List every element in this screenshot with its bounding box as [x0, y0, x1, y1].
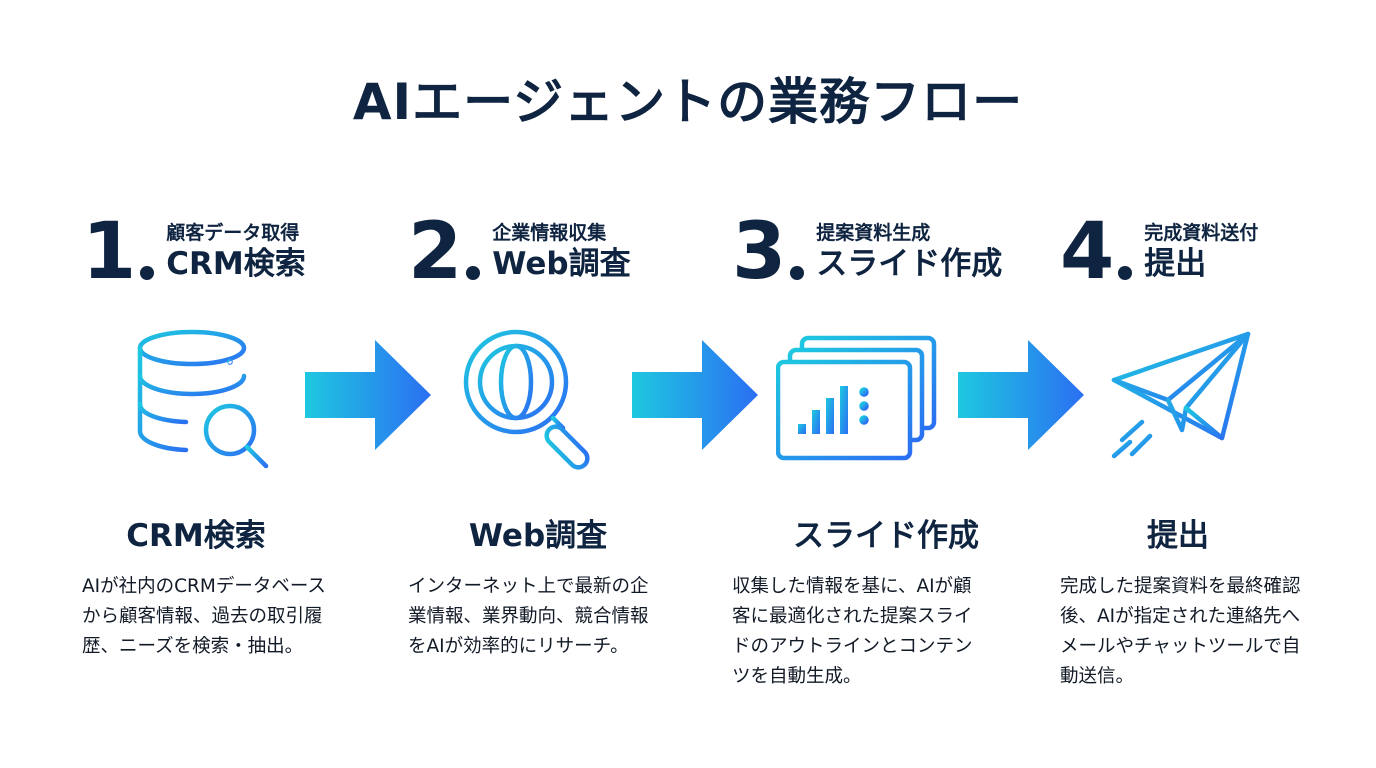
step-4-header: 4 完成資料送付 提出 — [1060, 212, 1258, 292]
globe-magnifier-icon — [460, 326, 620, 476]
flow-arrow-1 — [305, 340, 435, 450]
step-2-labels: 企業情報収集 Web調査 — [492, 221, 630, 283]
step-1-main: CRM検索 — [166, 245, 306, 282]
step-2-main: Web調査 — [492, 245, 631, 282]
step-1-subtitle: 顧客データ取得 — [166, 222, 300, 245]
step-3: 3 提案資料生成 スライド作成 — [732, 0, 1032, 768]
database-search-icon — [130, 326, 290, 476]
step-1-dot — [140, 266, 155, 280]
step-3-dot — [790, 266, 805, 280]
step-1-description: AIが社内のCRMデータベースから顧客情報、過去の取引履歴、ニーズを検索・抽出。 — [82, 576, 326, 657]
flow-arrow-2 — [632, 340, 762, 450]
step-1-header: 1 顧客データ取得 CRM検索 — [82, 212, 306, 292]
slides-chart-icon — [775, 326, 937, 476]
step-3-title: スライド作成 — [793, 518, 979, 554]
step-3-number: 3 — [732, 207, 787, 297]
flow-arrow-3 — [958, 340, 1088, 450]
step-1-title: CRM検索 — [126, 518, 266, 554]
step-1: 1 顧客データ取得 CRM検索 CRM検索 AIが社内のCRMデータベー — [82, 0, 382, 768]
step-2-title: Web調査 — [468, 518, 608, 554]
step-2-subtitle: 企業情報収集 — [492, 222, 607, 245]
step-4-labels: 完成資料送付 提出 — [1144, 221, 1258, 283]
paper-plane-icon — [1110, 326, 1270, 476]
step-3-description: 収集した情報を基に、AIが顧客に最適化された提案スライドのアウトラインとコンテン… — [732, 576, 973, 687]
step-1-number: 1 — [82, 207, 137, 297]
step-2-number: 2 — [408, 207, 463, 297]
step-2-description: インターネット上で最新の企業情報、業界動向、競合情報をAIが効率的にリサーチ。 — [408, 576, 649, 657]
step-3-main: スライド作成 — [816, 245, 1003, 282]
page-title: AIエージェントの業務フロー — [352, 73, 1024, 131]
step-2-dot — [466, 266, 481, 280]
step-4-description: 完成した提案資料を最終確認後、AIが指定された連絡先へメールやチャットツールで自… — [1060, 576, 1301, 687]
step-4-title: 提出 — [1147, 518, 1209, 554]
step-4-main: 提出 — [1144, 245, 1207, 282]
step-1-labels: 顧客データ取得 CRM検索 — [166, 221, 305, 283]
step-3-labels: 提案資料生成 スライド作成 — [816, 221, 1002, 283]
step-3-subtitle: 提案資料生成 — [816, 222, 931, 245]
step-4-subtitle: 完成資料送付 — [1144, 222, 1259, 245]
step-3-header: 3 提案資料生成 スライド作成 — [732, 212, 1002, 292]
step-4: 4 完成資料送付 提出 提出 完成した提案資料を最終確認後、AIが指定された連絡… — [1060, 0, 1360, 768]
step-4-number: 4 — [1060, 207, 1115, 297]
step-2-header: 2 企業情報収集 Web調査 — [408, 212, 631, 292]
step-4-dot — [1118, 266, 1133, 280]
step-2: 2 企業情報収集 Web調査 Web調査 インターネット上で最新の企業情報、業界… — [408, 0, 708, 768]
